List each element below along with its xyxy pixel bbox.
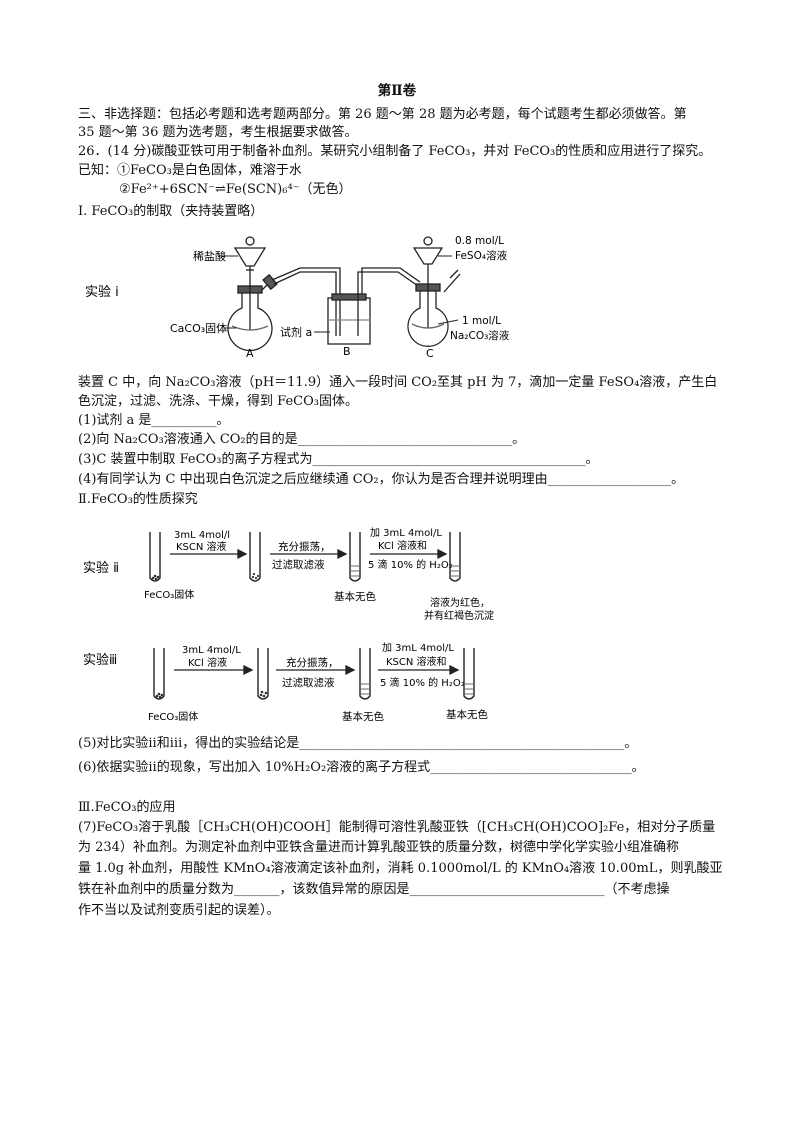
exp3-colorless-1: 基本无色 xyxy=(342,710,384,723)
feso4-conc: 0.8 mol/L xyxy=(455,235,504,247)
part-2: (2)向 Na₂CO₃溶液通入 CO₂的目的是_________________… xyxy=(78,432,526,447)
exp2-arrow1-b: KSCN 溶液 xyxy=(176,540,227,553)
known-1: 已知：①FeCO₃是白色固体，难溶于水 xyxy=(78,163,302,178)
part-7-line-1: (7)FeCO₃溶于乳酸［CH₃CH(OH)COOH］能制得可溶性乳酸亚铁（[C… xyxy=(78,820,716,835)
exp3-arrow1-a: 3mL 4mol/L xyxy=(182,645,241,656)
part-5: (5)对比实验ⅱ和ⅲ，得出的实验结论是_____________________… xyxy=(78,736,638,751)
label-b: B xyxy=(343,345,351,358)
tube-ab xyxy=(271,267,341,336)
part-7-line-2: 为 234）补血剂。为测定补血剂中亚铁含量进而计算乳酸亚铁的质量分数，树德中学化… xyxy=(78,840,679,855)
exp3-solid: FeCO₃固体 xyxy=(148,711,198,723)
exp2-arrow3-b: KCl 溶液和 xyxy=(378,539,427,552)
known-2: ②Fe²⁺+6SCN⁻⇌Fe(SCN)₆⁴⁻（无色） xyxy=(119,182,352,197)
exp2-result-b: 并有红褐色沉淀 xyxy=(424,609,494,622)
caco3-label: CaCO₃固体 xyxy=(170,321,227,335)
part-1: (1)试剂 a 是__________。 xyxy=(78,413,230,428)
reagent-a-label: 试剂 a xyxy=(280,325,312,339)
section-1-heading: Ⅰ. FeCO₃的制取（夹持装置略） xyxy=(78,204,264,219)
flask-c xyxy=(407,236,461,347)
tube-2 xyxy=(257,648,269,700)
exp2-label: 实验 ⅱ xyxy=(83,560,119,576)
exp2-colorless: 基本无色 xyxy=(334,590,376,603)
label-a: A xyxy=(246,347,254,360)
section-3-heading: Ⅲ.FeCO₃的应用 xyxy=(78,800,176,815)
label-c: C xyxy=(426,347,434,360)
feso4-label: FeSO₄溶液 xyxy=(455,249,508,262)
tube-3 xyxy=(349,532,361,582)
exp3-arrow2-b: 过滤取滤液 xyxy=(282,676,335,689)
section-2-heading: Ⅱ.FeCO₃的性质探究 xyxy=(78,492,198,507)
question-stem: 26．(14 分)碳酸亚铁可用于制备补血剂。某研究小组制备了 FeCO₃，并对 … xyxy=(78,144,712,159)
part-7-line-3: 量 1.0g 补血剂，用酸性 KMnO₄溶液滴定该补血剂，消耗 0.1000mo… xyxy=(78,861,723,876)
page-heading: 第Ⅱ卷 xyxy=(377,83,417,99)
exp2-arrow3-c: 5 滴 10% 的 H₂O₂ xyxy=(368,558,453,571)
exp3-arrow3-a: 加 3mL 4mol/L xyxy=(382,642,454,654)
tube-2 xyxy=(249,532,261,582)
exp3-arrow1-b: KCl 溶液 xyxy=(188,656,227,669)
tube-3 xyxy=(359,648,371,700)
exp3-arrow3-b: KSCN 溶液和 xyxy=(386,655,447,668)
description-line-2: 色沉淀，过滤、洗涤、干燥，得到 FeCO₃固体。 xyxy=(78,394,358,409)
tube-1 xyxy=(153,648,165,700)
exp3-arrow3-c: 5 滴 10% 的 H₂O₂ xyxy=(380,676,465,689)
exp2-arrow2-a: 充分振荡， xyxy=(278,540,331,553)
part-6: (6)依据实验ⅱ的现象，写出加入 10%H₂O₂溶液的离子方程式________… xyxy=(78,760,645,775)
part-7-line-4: 铁在补血剂中的质量分数为_______，该数值异常的原因是___________… xyxy=(78,882,670,897)
tube-4 xyxy=(463,648,475,700)
exp2-result-a: 溶液为红色， xyxy=(430,596,490,609)
intro-line-1: 三、非选择题：包括必考题和选考题两部分。第 26 题～第 28 题为必考题，每个… xyxy=(78,107,687,122)
exp1-label: 实验 ⅰ xyxy=(85,284,119,300)
exp2-solid: FeCO₃固体 xyxy=(144,589,194,601)
apparatus-figure: 实验 ⅰ 稀盐酸 CaCO₃固体 试剂 a 0.8 mol/L FeSO₄溶液 xyxy=(78,228,538,367)
acid-label: 稀盐酸 xyxy=(193,249,226,263)
exp3-label: 实验ⅲ xyxy=(83,652,117,668)
experiment-ii-figure: 实验 ⅱ 3mL 4mol/l KSCN 溶液 充分振荡， 过滤取滤液 加 3m… xyxy=(78,522,548,634)
part-7-line-5: 作不当以及试剂变质引起的误差）。 xyxy=(78,903,280,918)
flask-a xyxy=(227,236,278,352)
exp2-arrow3-a: 加 3mL 4mol/L xyxy=(370,527,442,539)
na2co3-conc: 1 mol/L xyxy=(462,315,501,327)
tube-bc xyxy=(357,271,419,336)
part-4: (4)有同学认为 C 中出现白色沉淀之后应继续通 CO₂，你认为是否合理并说明理… xyxy=(78,472,685,487)
exp3-arrow2-a: 充分振荡， xyxy=(286,656,339,669)
exp2-arrow1-a: 3mL 4mol/l xyxy=(174,530,230,541)
exp3-colorless-2: 基本无色 xyxy=(446,708,488,721)
part-3: (3)C 装置中制取 FeCO₃的离子方程式为_________________… xyxy=(78,452,599,467)
experiment-iii-figure: 实验ⅲ 3mL 4mol/L KCl 溶液 充分振荡， 过滤取滤液 加 3mL … xyxy=(78,640,548,730)
exp2-arrow2-b: 过滤取滤液 xyxy=(272,558,325,571)
tube-4 xyxy=(449,532,461,582)
bottle-b xyxy=(327,293,371,345)
tube-1 xyxy=(149,532,161,582)
na2co3-label: Na₂CO₃溶液 xyxy=(450,329,510,342)
description-line-1: 装置 C 中，向 Na₂CO₃溶液（pH＝11.9）通入一段时间 CO₂至其 p… xyxy=(78,375,718,390)
intro-line-2: 35 题～第 36 题为选考题，考生根据要求做答。 xyxy=(78,125,358,140)
